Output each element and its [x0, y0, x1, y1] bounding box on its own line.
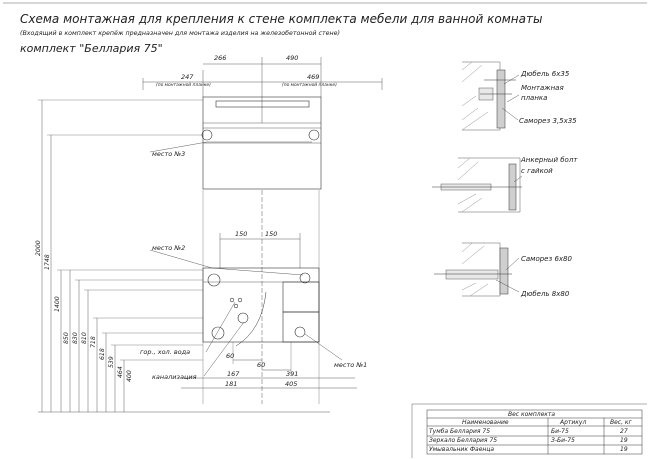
dim-60-a: 60: [226, 352, 234, 360]
vertical-dim-1748: 1748: [44, 254, 51, 270]
vertical-dim-830: 830: [72, 332, 79, 344]
vertical-dim-1400: 1400: [54, 296, 61, 312]
vertical-dim-539: 539: [108, 356, 115, 368]
label-dowel-6x35: Дюбель 6x35: [520, 70, 570, 78]
mount-hole-left: [201, 129, 213, 141]
dim-490: 490: [286, 54, 298, 62]
table-header-weight: Вес, кг: [610, 419, 633, 426]
label-place-1: место №1: [334, 361, 367, 369]
dim-60-b: 60: [257, 361, 265, 369]
dim-469: 469: [307, 73, 319, 81]
vertical-dim-400: 400: [126, 370, 133, 382]
label-anchor-1: Анкерный болт: [520, 156, 578, 164]
label-mount-strip-1: Монтажная: [521, 84, 564, 92]
vertical-dim-718: 718: [90, 336, 97, 348]
dim-150-b: 150: [265, 230, 277, 238]
table-header-article: Артикул: [559, 419, 586, 426]
vertical-dim-850: 850: [63, 332, 70, 344]
dim-405: 405: [285, 380, 297, 388]
label-screw-3-5x35: Саморез 3,5x35: [519, 117, 577, 125]
vertical-dim-618: 618: [99, 348, 106, 360]
mirror-light: [215, 100, 310, 108]
detail-screw-dowel: [434, 242, 512, 297]
label-sewer: канализация: [152, 373, 197, 381]
drawing-subtitle: (Входящий в комплект крепёж предназначен…: [20, 30, 340, 37]
set-name: комплект "Беллария 75": [20, 42, 163, 55]
cabinet-outline: [202, 267, 320, 343]
detail-anchor-bolt: [432, 157, 522, 213]
table-row-2-name: Зеркало Беллария 75: [429, 437, 497, 444]
sewer-outlet: [237, 312, 249, 324]
label-anchor-2: с гайкой: [521, 167, 553, 175]
label-dowel-8x80: Дюбель 8x80: [520, 290, 570, 298]
cabinet-hole-tl: [207, 273, 221, 287]
mount-hole-right: [308, 129, 320, 141]
label-place-3: место №3: [152, 150, 185, 158]
weight-table: [426, 409, 643, 455]
dim-247: 247: [181, 73, 194, 81]
table-header-name: Наименование: [462, 419, 509, 426]
vertical-dim-464: 464: [117, 366, 124, 378]
table-row-3-name: Умывальник Фаенца: [429, 446, 494, 453]
table-row-2-weight: 19: [620, 437, 628, 444]
detail-dowel-strip: [462, 61, 516, 131]
vertical-dim-2000: 2000: [35, 240, 42, 256]
cabinet-hole-tr: [299, 272, 311, 284]
table-row-1-article: Би-75: [551, 428, 569, 435]
dim-181: 181: [225, 380, 237, 388]
table-row-3-weight: 19: [620, 446, 628, 453]
vertical-dim-810: 810: [81, 332, 88, 344]
table-row-1-name: Тумба Беллария 75: [429, 428, 490, 435]
dim-391: 391: [286, 370, 298, 378]
cabinet-hole-bl: [211, 326, 225, 340]
label-place-2: место №2: [152, 244, 185, 252]
label-mount-strip-2: планка: [521, 94, 547, 102]
cabinet-hole-br: [294, 326, 306, 338]
drawing-title: Схема монтажная для крепления к стене ко…: [20, 12, 543, 26]
table-row-2-article: З-Би-75: [551, 437, 575, 444]
label-screw-6x80: Саморез 6x80: [521, 255, 572, 263]
dim-266: 266: [214, 54, 226, 62]
table-row-1-weight: 27: [620, 428, 628, 435]
dim-247-note: (по монтажной планке): [156, 82, 211, 88]
dim-167: 167: [227, 370, 240, 378]
dim-150-a: 150: [235, 230, 247, 238]
dim-469-note: (по монтажной планке): [282, 82, 337, 88]
cabinet-upper-panel: [282, 281, 320, 313]
table-caption: Вес комплекта: [508, 411, 555, 418]
label-water: гор., хол. вода: [140, 348, 190, 356]
